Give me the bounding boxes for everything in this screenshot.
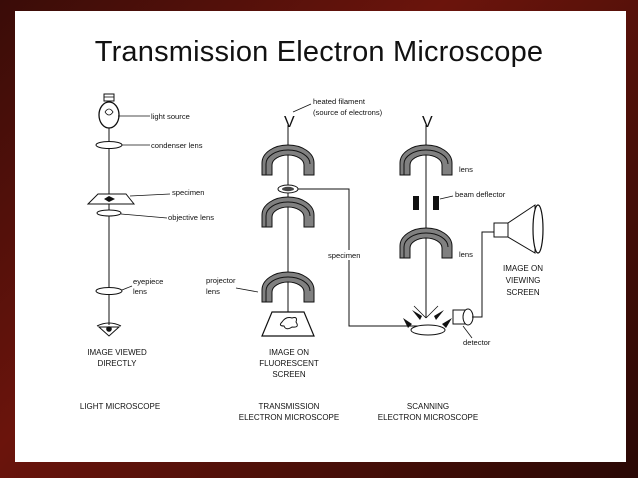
sem-caption-2: ELECTRON MICROSCOPE (378, 413, 478, 422)
heated-filament-label-1: heated filament (313, 97, 366, 106)
eyepiece-lens-icon (95, 287, 123, 295)
tem-caption-2: ELECTRON MICROSCOPE (239, 413, 339, 422)
sem-caption-1: SCANNING (407, 402, 449, 411)
page-title: Transmission Electron Microscope (94, 36, 544, 68)
objective-lens-icon (96, 209, 122, 217)
tem-specimen-icon (277, 184, 299, 194)
tem-caption-1: TRANSMISSION (259, 402, 320, 411)
viewing-screen-icon (493, 204, 544, 254)
projector-lens-label-2: lens (206, 287, 220, 296)
image-viewing-caption-3: SCREEN (506, 288, 540, 297)
image-fluorescent-caption-3: SCREEN (272, 370, 306, 379)
image-fluorescent-caption-2: FLUORESCENT (259, 359, 319, 368)
light-microscope-column: light source condenser lens specimen obj… (80, 93, 214, 411)
sem-lens-label-top: lens (459, 165, 473, 174)
condenser-lens-icon (95, 141, 123, 149)
image-fluorescent-caption-1: IMAGE ON (269, 348, 309, 357)
eyepiece-label-1: eyepiece (133, 277, 163, 286)
tem-filament-icon: V (284, 114, 295, 131)
condenser-lens-label: condenser lens (151, 141, 203, 150)
sem-filament-icon: V (422, 114, 433, 131)
light-bulb-icon (98, 93, 120, 129)
fluorescent-screen-icon (261, 311, 315, 337)
sem-stage-icon (403, 305, 452, 336)
image-viewed-caption-2: DIRECTLY (98, 359, 138, 368)
heated-filament-label-2: (source of electrons) (313, 108, 383, 117)
light-microscope-caption: LIGHT MICROSCOPE (80, 402, 160, 411)
image-viewed-caption-1: IMAGE VIEWED (87, 348, 147, 357)
eyepiece-label-2: lens (133, 287, 147, 296)
eye-icon (96, 322, 122, 337)
detector-label: detector (463, 338, 491, 347)
sem-column: V lens beam deflector lens detector (378, 114, 544, 422)
beam-deflector-label: beam deflector (455, 190, 506, 199)
light-source-label: light source (151, 112, 190, 121)
specimen-label-sem: specimen (328, 251, 361, 260)
beam-deflector-icon (413, 196, 439, 210)
projector-lens-label-1: projector (206, 276, 236, 285)
detector-icon (452, 308, 474, 326)
sem-lens-label-bottom: lens (459, 250, 473, 259)
image-viewing-caption-2: VIEWING (506, 276, 541, 285)
specimen-label-lm: specimen (172, 188, 205, 197)
objective-lens-label: objective lens (168, 213, 214, 222)
image-viewing-caption-1: IMAGE ON (503, 264, 543, 273)
specimen-slide-icon (86, 193, 136, 205)
specimen-connector: specimen (298, 188, 418, 327)
